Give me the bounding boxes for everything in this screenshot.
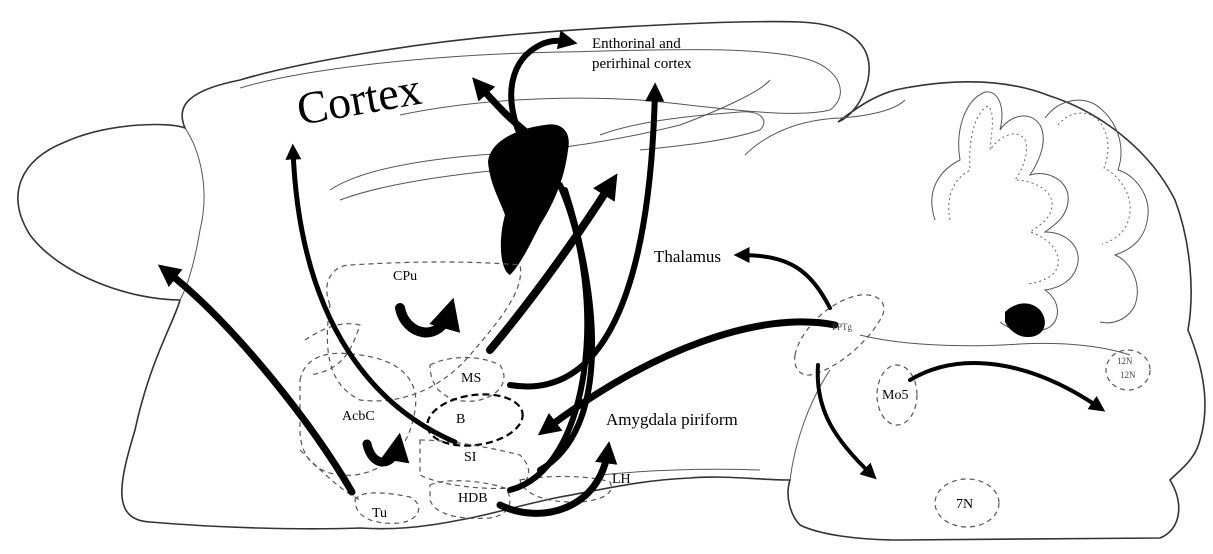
ms-label: MS [461, 371, 481, 386]
acbc-loop-arrow [367, 444, 398, 462]
brain-outline [18, 22, 1205, 540]
acbc-label: AcbC [342, 409, 375, 424]
hdb-label: HDB [458, 491, 488, 506]
thalamus-label: Thalamus [654, 247, 721, 266]
seven-n-label: 7N [956, 497, 973, 512]
b-region [424, 389, 526, 452]
mo5-label: Mo5 [882, 388, 908, 403]
arrow-to-entorhinal [511, 41, 570, 130]
si-label: SI [464, 450, 477, 465]
arrow-frontal-cortex [293, 150, 455, 442]
entorhinal-label-2: perirhinal cortex [592, 56, 692, 72]
fourth-ventricle [1005, 303, 1045, 337]
entorhinal-label-1: Enthorinal and [592, 36, 681, 52]
arrow-cortex-main [478, 84, 530, 135]
amygdala-label: Amygdala piriform [606, 410, 738, 429]
hippocampus-line [600, 112, 764, 150]
tu-label: Tu [372, 506, 387, 521]
olfactory-division [180, 128, 204, 300]
cerebellum-inner-folia [949, 106, 1059, 284]
arrow-mo5 [910, 363, 1100, 408]
b-label: B [456, 412, 465, 427]
pptg-region [795, 295, 884, 375]
cortex-label: Cortex [293, 63, 425, 135]
cpu-loop-arrow [400, 308, 450, 332]
twelve-n-label: 12N [1120, 370, 1136, 380]
cerebellum-folia [932, 92, 1078, 332]
lh-label: LH [612, 472, 631, 487]
region-boundary-1 [305, 324, 360, 375]
lateral-ventricle [488, 124, 569, 275]
midbrain-boundary [745, 100, 905, 155]
brainstem-line [860, 335, 1130, 355]
cerebellum-folia-2 [1045, 100, 1148, 323]
twelve-n-small-label: 12N [1117, 356, 1133, 366]
arrow-thalamus [740, 255, 830, 308]
pons-line [790, 370, 830, 480]
cpu-label: CPu [393, 269, 417, 284]
pptg-label: PPTg [832, 322, 853, 332]
arrow-pptg-down [818, 365, 872, 475]
